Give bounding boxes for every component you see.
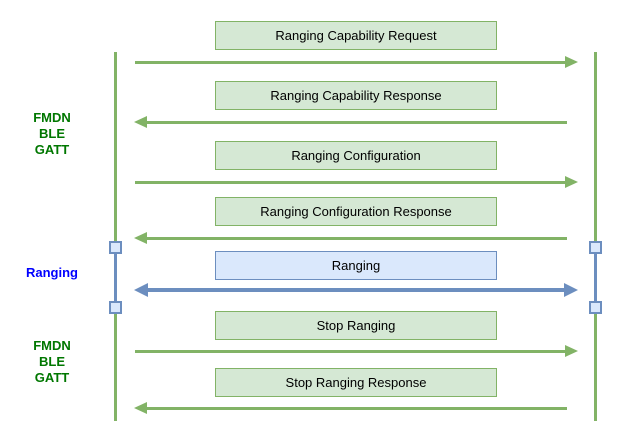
ranging-activation-segment-right — [594, 247, 597, 308]
ranging-activation-segment-left — [114, 247, 117, 308]
message-arrow — [134, 230, 567, 246]
activation-marker-right-top — [589, 241, 602, 254]
activation-marker-right-bottom — [589, 301, 602, 314]
arrowhead-left-icon — [134, 283, 148, 297]
message-box: Ranging Configuration — [215, 141, 497, 170]
arrowhead-right-icon — [565, 56, 578, 68]
arrowhead-left-icon — [134, 116, 147, 128]
activation-marker-left-top — [109, 241, 122, 254]
arrowhead-right-icon — [565, 176, 578, 188]
message-box: Ranging — [215, 251, 497, 280]
lifeline-left — [114, 52, 117, 421]
arrow-line — [135, 349, 567, 353]
message-arrow — [135, 343, 578, 359]
arrowhead-right-icon — [564, 283, 578, 297]
message-arrow — [134, 400, 567, 416]
arrow-line — [145, 236, 567, 240]
message-box: Ranging Capability Response — [215, 81, 497, 110]
message-arrow — [135, 174, 578, 190]
arrow-line — [146, 288, 566, 292]
message-box: Ranging Capability Request — [215, 21, 497, 50]
arrowhead-left-icon — [134, 402, 147, 414]
section-label-fmdn-ble-gatt-bottom: FMDN BLE GATT — [33, 338, 71, 385]
section-label-ranging: Ranging — [26, 265, 78, 280]
arrow-line — [135, 180, 567, 184]
activation-marker-left-bottom — [109, 301, 122, 314]
section-label-fmdn-ble-gatt-top: FMDN BLE GATT — [33, 110, 71, 157]
arrowhead-right-icon — [565, 345, 578, 357]
message-box: Ranging Configuration Response — [215, 197, 497, 226]
arrow-line — [145, 120, 567, 124]
message-box: Stop Ranging — [215, 311, 497, 340]
message-arrow — [134, 114, 567, 130]
arrow-line — [135, 60, 567, 64]
arrow-line — [145, 406, 567, 410]
message-arrow-bidirectional — [134, 282, 578, 298]
lifeline-right — [594, 52, 597, 421]
message-arrow — [135, 54, 578, 70]
message-box: Stop Ranging Response — [215, 368, 497, 397]
arrowhead-left-icon — [134, 232, 147, 244]
